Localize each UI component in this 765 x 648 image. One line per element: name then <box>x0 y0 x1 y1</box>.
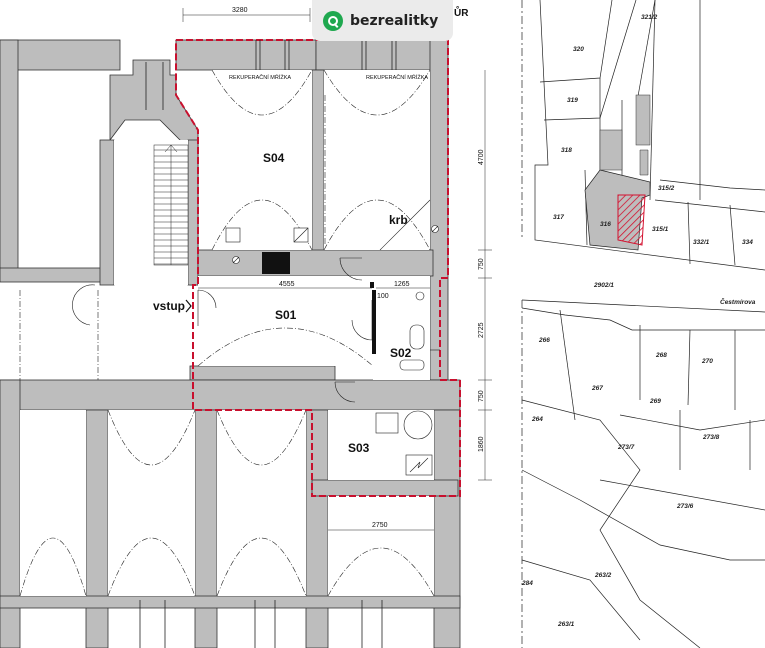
parcel-273-6: 273/6 <box>676 503 694 510</box>
parcel-315-2: 315/2 <box>658 185 675 192</box>
dim-right-3: 2725 <box>478 322 485 338</box>
parcel-269: 269 <box>649 398 661 405</box>
dim-right-5: 1860 <box>478 436 485 452</box>
parcel-labels: 321/2 320 319 318 317 316 315/2 315/1 33… <box>521 14 756 628</box>
room-s02: S02 <box>390 346 412 360</box>
dim-s02: 1265 <box>394 281 410 288</box>
room-s01: S01 <box>275 308 297 322</box>
room-s03: S03 <box>348 441 370 455</box>
parcel-318: 318 <box>561 147 572 154</box>
vent-label-left: REKUPERAČNÍ MŘÍŽKA <box>229 73 291 81</box>
dim-right-2: 750 <box>478 258 485 270</box>
brand-badge[interactable]: bezrealitky <box>312 0 453 41</box>
parcel-267: 267 <box>591 385 603 392</box>
parcel-319: 319 <box>567 97 578 104</box>
parcel-266: 266 <box>538 337 550 344</box>
dim-right-1: 4700 <box>478 149 485 165</box>
entrance-label: vstup <box>153 299 185 313</box>
brand-name: bezrealitky <box>350 12 439 29</box>
fireplace-label: krb <box>389 213 408 227</box>
building-walls <box>0 39 461 648</box>
parcel-273-8: 273/8 <box>702 434 720 441</box>
parcel-332-1: 332/1 <box>693 239 710 246</box>
staircase <box>153 144 189 266</box>
parcel-264: 264 <box>531 416 543 423</box>
cadastral-map <box>521 0 765 648</box>
dim-right-4: 750 <box>478 390 485 402</box>
parcel-263-1: 263/1 <box>557 621 575 628</box>
parcel-263-2: 263/2 <box>594 572 612 579</box>
dim-bottom: 2750 <box>372 522 388 529</box>
dim-s01: 4555 <box>279 281 295 288</box>
parcel-320: 320 <box>573 46 584 53</box>
dim-top: 3280 <box>232 7 248 14</box>
parcel-316: 316 <box>600 221 611 228</box>
dim-door-gap: 100 <box>377 293 389 300</box>
parcel-317: 317 <box>553 214 564 221</box>
parcel-321-2: 321/2 <box>641 14 658 21</box>
header-fragment: ŮR <box>454 8 469 19</box>
parcel-2902-1: 2902/1 <box>593 282 614 289</box>
parcel-284: 284 <box>521 580 533 587</box>
vent-label-right: REKUPERAČNÍ MŘÍŽKA <box>366 73 428 81</box>
unit-boundary <box>175 39 461 497</box>
parcel-334: 334 <box>742 239 753 246</box>
map-pin-icon <box>323 10 343 31</box>
street-name: Čestmírova <box>720 297 756 306</box>
parcel-273-7: 273/7 <box>617 444 635 451</box>
room-labels: S04 S01 S02 S03 vstup krb REKUPERAČNÍ MŘ… <box>153 7 485 529</box>
parcel-315-1: 315/1 <box>652 226 669 233</box>
parcel-270: 270 <box>701 358 713 365</box>
room-s04: S04 <box>263 151 285 165</box>
parcel-268: 268 <box>655 352 667 359</box>
